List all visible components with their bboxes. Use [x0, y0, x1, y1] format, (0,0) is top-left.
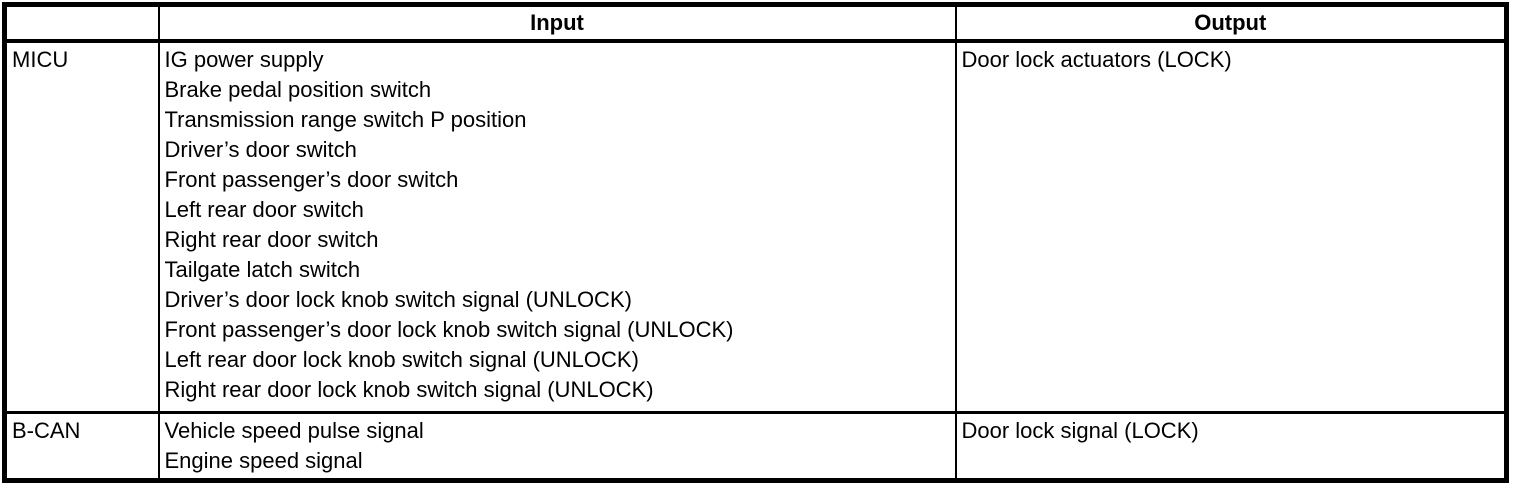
- input-signal-item: Tailgate latch switch: [164, 257, 361, 282]
- input-signal-item: Front passenger’s door switch: [164, 167, 459, 192]
- input-signal-list: IG power supply Brake pedal position swi…: [165, 45, 951, 405]
- output-signal-list: Door lock actuators (LOCK): [962, 45, 1501, 75]
- table-row-bcan: B-CAN Vehicle speed pulse signal Engine …: [3, 411, 1508, 482]
- input-signal-item: Left rear door switch: [164, 197, 364, 222]
- input-signal-list: Vehicle speed pulse signal Engine speed …: [165, 416, 951, 476]
- input-signal-item: Vehicle speed pulse signal: [164, 418, 424, 443]
- output-signal-list: Door lock signal (LOCK): [962, 416, 1501, 446]
- source-cell: B-CAN: [3, 411, 160, 482]
- source-label-bcan: B-CAN: [12, 418, 81, 443]
- input-signal-item: Driver’s door lock knob switch signal (U…: [164, 287, 632, 312]
- input-signal-item: Front passenger’s door lock knob switch …: [164, 317, 734, 342]
- input-signal-item: IG power supply: [164, 47, 324, 72]
- input-signal-item: Right rear door lock knob switch signal …: [164, 377, 654, 402]
- table-row-micu: MICU IG power supply Brake pedal positio…: [3, 40, 1508, 414]
- output-cell: Door lock signal (LOCK): [954, 411, 1508, 482]
- output-signal-item: Door lock actuators (LOCK): [961, 47, 1232, 72]
- input-signal-item: Brake pedal position switch: [164, 77, 432, 102]
- input-signal-item: Driver’s door switch: [164, 137, 357, 162]
- input-signal-item: Left rear door lock knob switch signal (…: [164, 347, 639, 372]
- table-header-row: Input Output: [3, 3, 1508, 43]
- output-cell: Door lock actuators (LOCK): [954, 40, 1508, 414]
- output-signal-item: Door lock signal (LOCK): [961, 418, 1199, 443]
- header-input: Input: [157, 3, 957, 43]
- source-label-micu: MICU: [12, 47, 69, 72]
- input-signal-item: Transmission range switch P position: [164, 107, 527, 132]
- header-output: Output: [954, 3, 1508, 43]
- header-source-blank: [3, 3, 160, 43]
- input-cell: Vehicle speed pulse signal Engine speed …: [157, 411, 957, 482]
- source-cell: MICU: [3, 40, 160, 414]
- input-signal-item: Right rear door switch: [164, 227, 379, 252]
- input-cell: IG power supply Brake pedal position swi…: [157, 40, 957, 414]
- input-signal-item: Engine speed signal: [164, 448, 363, 473]
